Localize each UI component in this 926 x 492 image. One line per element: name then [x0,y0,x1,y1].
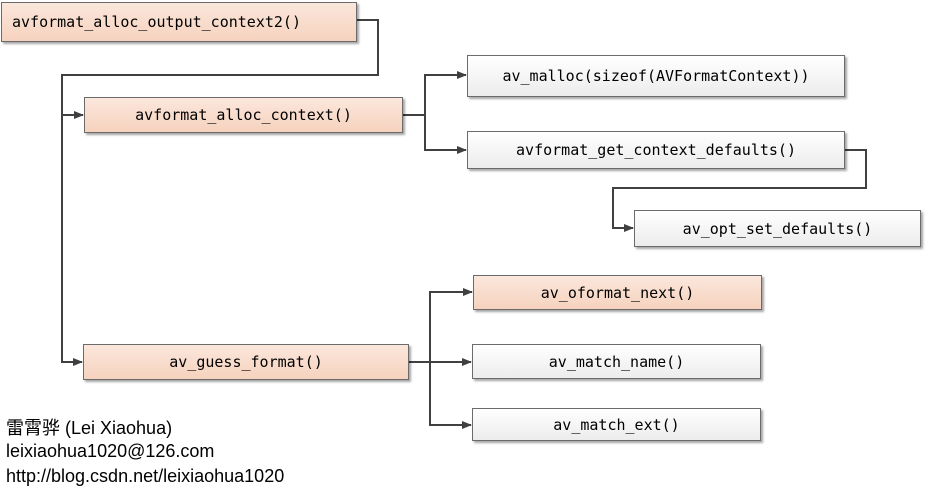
node-av-oformat-next: av_oformat_next() [473,275,762,310]
node-av-match-name: av_match_name() [472,344,761,379]
connector-guess-format-to-match-ext [429,362,472,429]
node-label: av_malloc(sizeof(AVFormatContext)) [502,67,810,85]
credit-email: leixiaohua1020@126.com [6,441,215,461]
node-av-match-ext: av_match_ext() [472,408,761,441]
node-avformat-get-context-defaults: avformat_get_context_defaults() [467,131,845,169]
connector-alloc-context-to-malloc [403,71,467,116]
node-label: av_match_ext() [553,415,680,434]
node-label: av_guess_format() [169,353,323,371]
connector-output2-to-guess-format [61,115,83,366]
connector-alloc-context-to-get-defaults [424,115,467,154]
node-avformat-alloc-context: avformat_alloc_context() [84,97,403,133]
node-av-malloc: av_malloc(sizeof(AVFormatContext)) [467,55,845,97]
connector-output2-to-alloc-context [61,19,379,119]
node-avformat-alloc-output-context2: avformat_alloc_output_context2() [1,2,357,42]
connector-guess-format-to-oformat-next [409,288,473,363]
node-av-guess-format: av_guess_format() [83,344,409,380]
credit-author: 雷霄骅 (Lei Xiaohua) [6,418,173,438]
node-label: av_opt_set_defaults() [682,219,873,238]
connector-get-defaults-to-opt-set-defaults [612,149,867,232]
node-label: avformat_alloc_context() [135,106,352,124]
node-av-opt-set-defaults: av_opt_set_defaults() [634,210,921,247]
node-label: av_match_name() [548,352,685,371]
node-label: avformat_get_context_defaults() [516,141,796,159]
credit-url: http://blog.csdn.net/leixiaohua1020 [6,466,285,486]
node-label: avformat_alloc_output_context2() [12,13,301,31]
node-label: av_oformat_next() [540,283,695,302]
